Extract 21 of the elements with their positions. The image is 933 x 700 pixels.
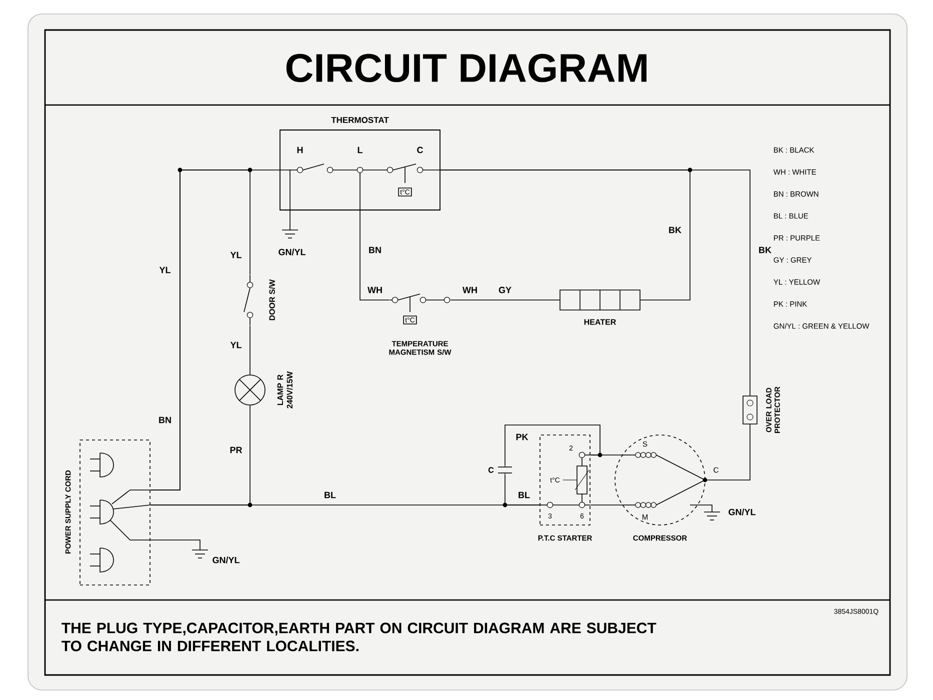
- wire: [360, 210, 390, 300]
- wire: [504, 424, 600, 466]
- title: CIRCUIT DIAGRAM: [286, 54, 646, 82]
- wire: [705, 424, 750, 480]
- door-switch: DOOR S/W: [244, 274, 275, 326]
- wire-label: WH: [368, 286, 382, 294]
- wire: [150, 170, 250, 490]
- node-label: DOOR S/W: [269, 279, 275, 320]
- wire-label: WH: [462, 286, 477, 294]
- wire-label: GN/YL: [212, 556, 240, 564]
- terminal-label: H: [297, 146, 303, 154]
- notice-text: THE PLUG TYPE,CAPACITOR,EARTH PART ON CIRCUIT DIAGRAM ARE SUBJECT TO CHANGE IN DIFFERENT LOCALITIES.: [62, 622, 656, 652]
- terminal-label: L: [358, 146, 362, 154]
- wire-label: BN: [159, 416, 171, 424]
- wire: [150, 504, 540, 506]
- terminal-label: C: [417, 146, 424, 154]
- wire: [440, 170, 750, 396]
- node-label: THERMOSTAT: [331, 116, 389, 123]
- wire-label: GN/YL: [728, 508, 756, 516]
- wire: [590, 504, 623, 506]
- wire-label: GN/YL: [278, 248, 306, 256]
